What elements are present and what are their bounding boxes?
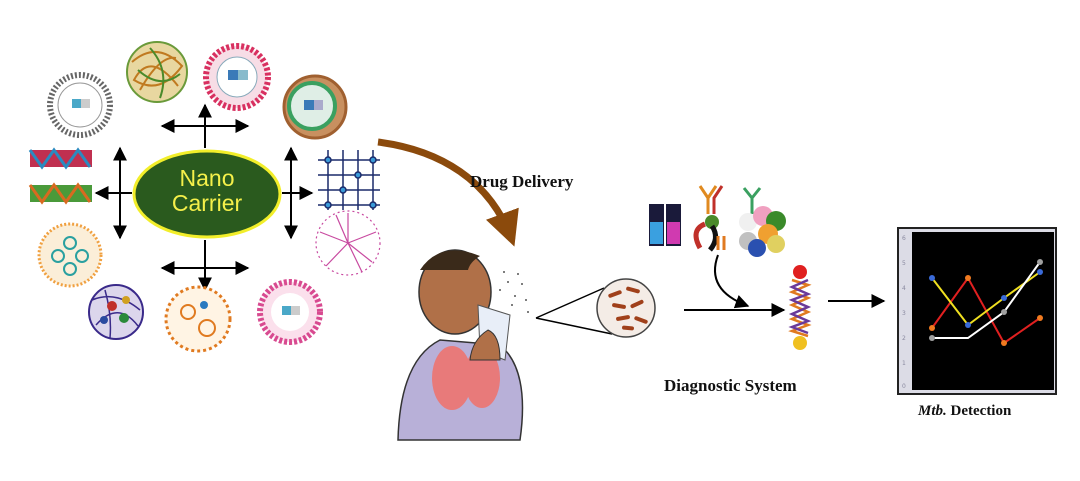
dendrimer-icon (315, 210, 381, 276)
sneezing-patient-icon (392, 249, 532, 441)
liposome-icon (47, 72, 113, 138)
niosome-icon (257, 279, 323, 345)
aptamer-probe-icon (788, 265, 812, 350)
aptamer-icon (693, 221, 726, 252)
micelle-icon (37, 222, 103, 288)
drug-liposome-icon (203, 43, 271, 111)
nanoemulsion-icon (164, 285, 232, 353)
svg-text:2: 2 (902, 335, 906, 342)
nano-carrier-ellipse (132, 149, 282, 239)
binding-arrow (713, 254, 750, 309)
carrier-arrows (94, 103, 314, 292)
polymer-nanoparticle-icon (126, 41, 188, 103)
nanotube-icon (28, 147, 92, 205)
detection-chart-icon: 6 5 4 3 2 1 0 (897, 227, 1057, 395)
nano-carrier-label: Nano Carrier (136, 166, 278, 216)
drug-delivery-arrow (377, 138, 519, 247)
svg-text:1: 1 (902, 360, 906, 367)
svg-text:6: 6 (902, 235, 906, 242)
solid-lipid-nanoparticle-icon (282, 74, 348, 140)
bacteria-icon (596, 278, 656, 338)
quantum-dot-icon (739, 206, 786, 257)
drug-delivery-label: Drug Delivery (470, 172, 574, 191)
mtb-detection-label: Mtb. Detection (918, 403, 1011, 420)
svg-text:5: 5 (902, 260, 906, 267)
nano-label-line2: Carrier (171, 190, 243, 216)
vials-icon (649, 204, 681, 246)
svg-text:0: 0 (902, 383, 906, 390)
detection-text: Detection (946, 403, 1012, 419)
svg-text:4: 4 (902, 285, 906, 292)
svg-text:3: 3 (902, 310, 906, 317)
nanocage-icon (88, 284, 144, 340)
antibody-icon (698, 185, 762, 229)
zoom-lines (535, 287, 613, 335)
mtb-italic: Mtb. (918, 403, 947, 419)
diagnostic-system-label: Diagnostic System (664, 376, 797, 395)
hydrogel-network-icon (318, 150, 380, 210)
nano-label-line1: Nano (179, 165, 235, 191)
